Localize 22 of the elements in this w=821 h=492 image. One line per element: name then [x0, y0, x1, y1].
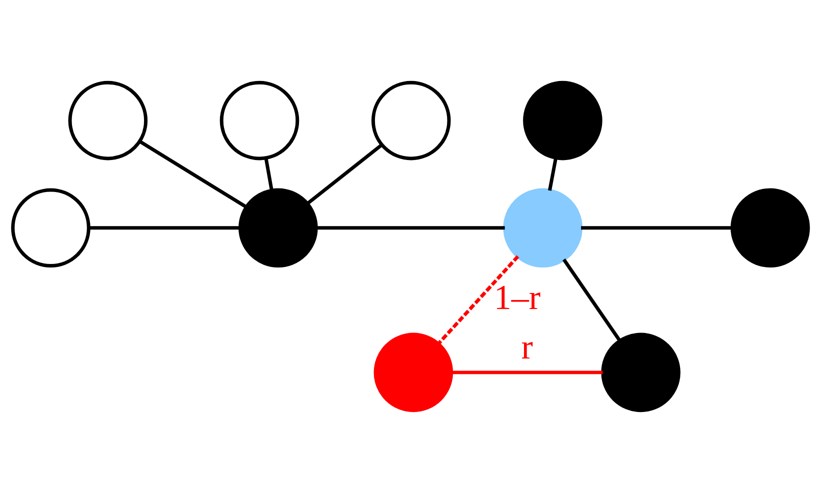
- node-circle: [11, 188, 90, 267]
- node-circle: [371, 80, 451, 160]
- node-circle: [220, 80, 300, 160]
- connector: [306, 142, 383, 204]
- node-circle: [374, 332, 454, 412]
- connector: [316, 226, 505, 230]
- connector: [264, 157, 274, 190]
- node-circle: [730, 188, 810, 267]
- connector: [548, 157, 558, 190]
- edge-label: 1–r: [494, 277, 541, 316]
- connector: [451, 370, 603, 374]
- connector: [562, 258, 622, 342]
- node-circle: [601, 332, 680, 412]
- connector: [139, 139, 248, 208]
- node-circle: [523, 80, 602, 160]
- node-circle: [238, 188, 318, 267]
- edge-label: r: [521, 326, 533, 366]
- node-circle: [68, 80, 148, 160]
- connector: [581, 226, 732, 230]
- connector: [88, 226, 240, 230]
- node-circle: [503, 188, 582, 267]
- connector: [437, 254, 520, 344]
